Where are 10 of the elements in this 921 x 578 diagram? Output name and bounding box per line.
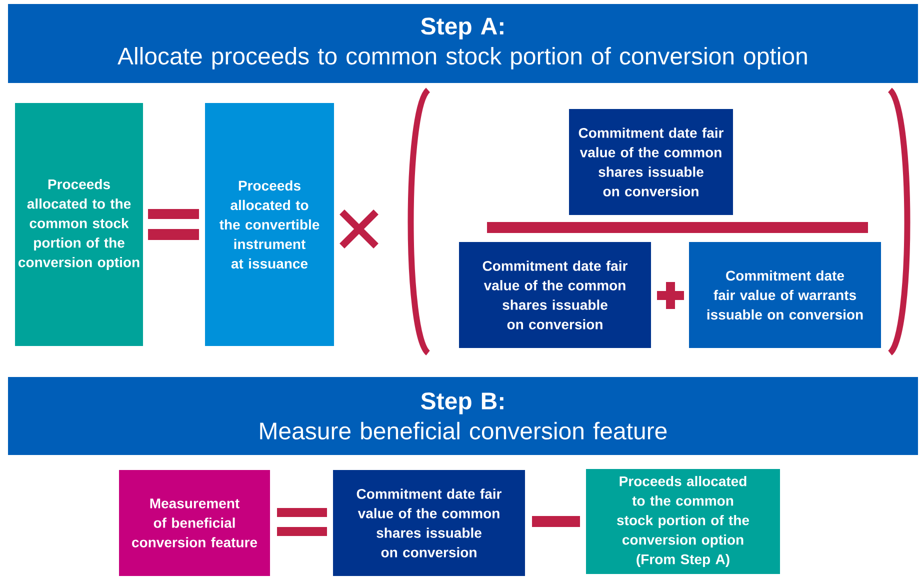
formula-box: Commitment date fair value of the common shares issuable on conversion <box>569 109 733 215</box>
formula-box: Measurement of beneficial conversion feature <box>119 470 270 576</box>
formula-box: Proceeds allocated to the common stock portion of the conversion option (From Step A) <box>586 469 780 574</box>
formula-box: Proceeds allocated to the convertible instrument at issuance <box>205 103 334 346</box>
step-banner: Step B: Measure beneficial conversion feature <box>8 377 918 455</box>
formula-box: Commitment date fair value of the common shares issuable on conversion <box>459 242 651 348</box>
formula-box: Proceeds allocated to the common stock portion of the conversion option <box>15 103 143 346</box>
formula-box: Commitment date fair value of warrants issuable on conversion <box>689 242 881 348</box>
formula-box: Commitment date fair value of the common shares issuable on conversion <box>333 470 525 576</box>
step-banner: Step A: Allocate proceeds to common stock portion of conversion option <box>8 4 918 83</box>
